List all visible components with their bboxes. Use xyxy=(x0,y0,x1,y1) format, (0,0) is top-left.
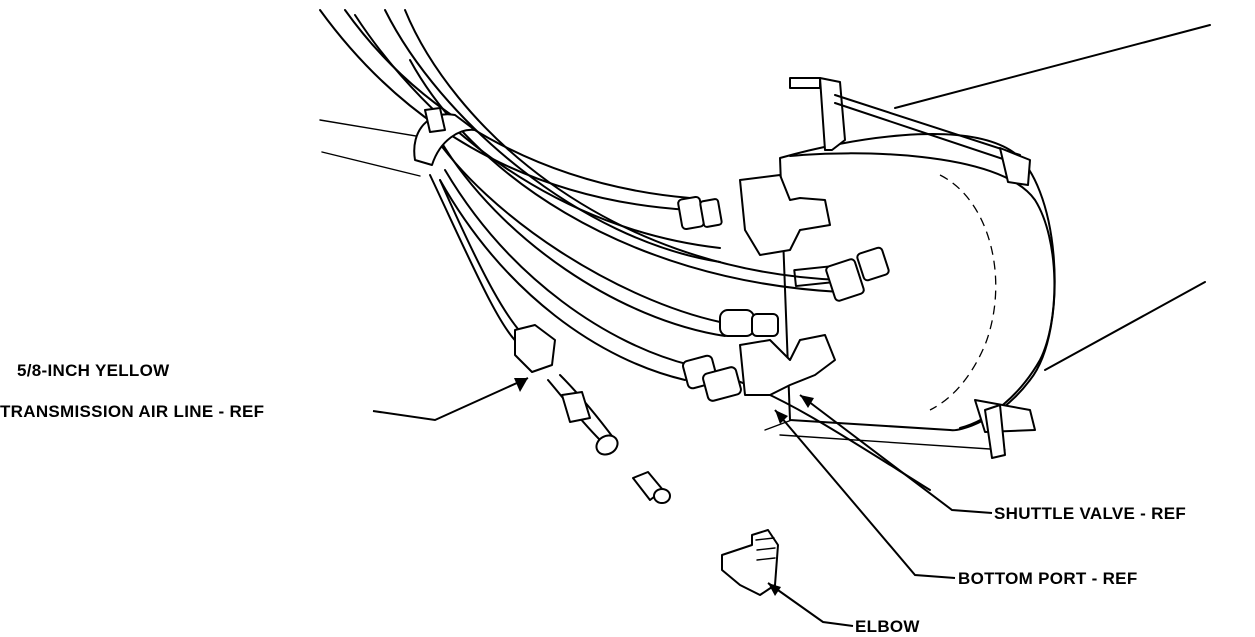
arrow-bottom-port xyxy=(775,410,788,424)
tank-strap-bracket xyxy=(789,77,1036,459)
leaders xyxy=(372,377,993,627)
label-air-line-1: 5/8-INCH YELLOW xyxy=(17,361,170,380)
label-bottom-port: BOTTOM PORT - REF xyxy=(958,569,1138,588)
label-air-line-2: TRANSMISSION AIR LINE - REF xyxy=(0,402,264,421)
arrow-air-line xyxy=(514,378,528,392)
callout-labels: 5/8-INCH YELLOW TRANSMISSION AIR LINE - … xyxy=(0,361,1186,636)
label-elbow: ELBOW xyxy=(855,617,920,636)
background-structure xyxy=(319,24,1211,451)
hose-clamp xyxy=(413,107,476,166)
fittings xyxy=(514,174,890,456)
arrow-shuttle-valve xyxy=(800,395,814,408)
hose-bundle xyxy=(319,9,931,491)
elbow-part xyxy=(721,529,779,596)
arrow-elbow xyxy=(768,583,781,596)
loose-fitting xyxy=(632,471,671,504)
label-shuttle-valve: SHUTTLE VALVE - REF xyxy=(994,504,1186,523)
